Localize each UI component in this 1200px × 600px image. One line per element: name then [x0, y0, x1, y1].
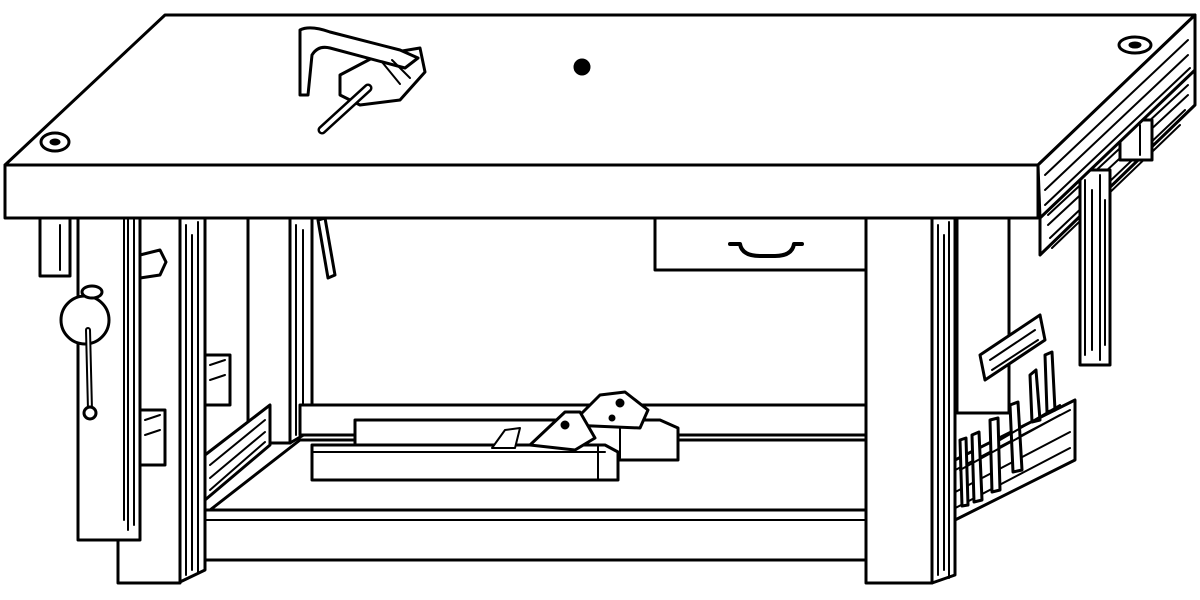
bench-top	[3, 13, 1197, 220]
front-right-leg	[864, 208, 957, 585]
vise-handle-hub	[59, 294, 111, 346]
holdfast-clamp	[298, 26, 427, 135]
side-tool-rack	[958, 313, 1061, 508]
hanging-tool	[316, 216, 337, 280]
bench-dog-hole-center	[573, 58, 591, 76]
back-right-leg-inner	[955, 216, 1011, 415]
chisels	[958, 350, 1057, 508]
drawer-pull	[728, 242, 804, 258]
drawer	[653, 216, 868, 272]
hand-planes	[310, 390, 680, 482]
